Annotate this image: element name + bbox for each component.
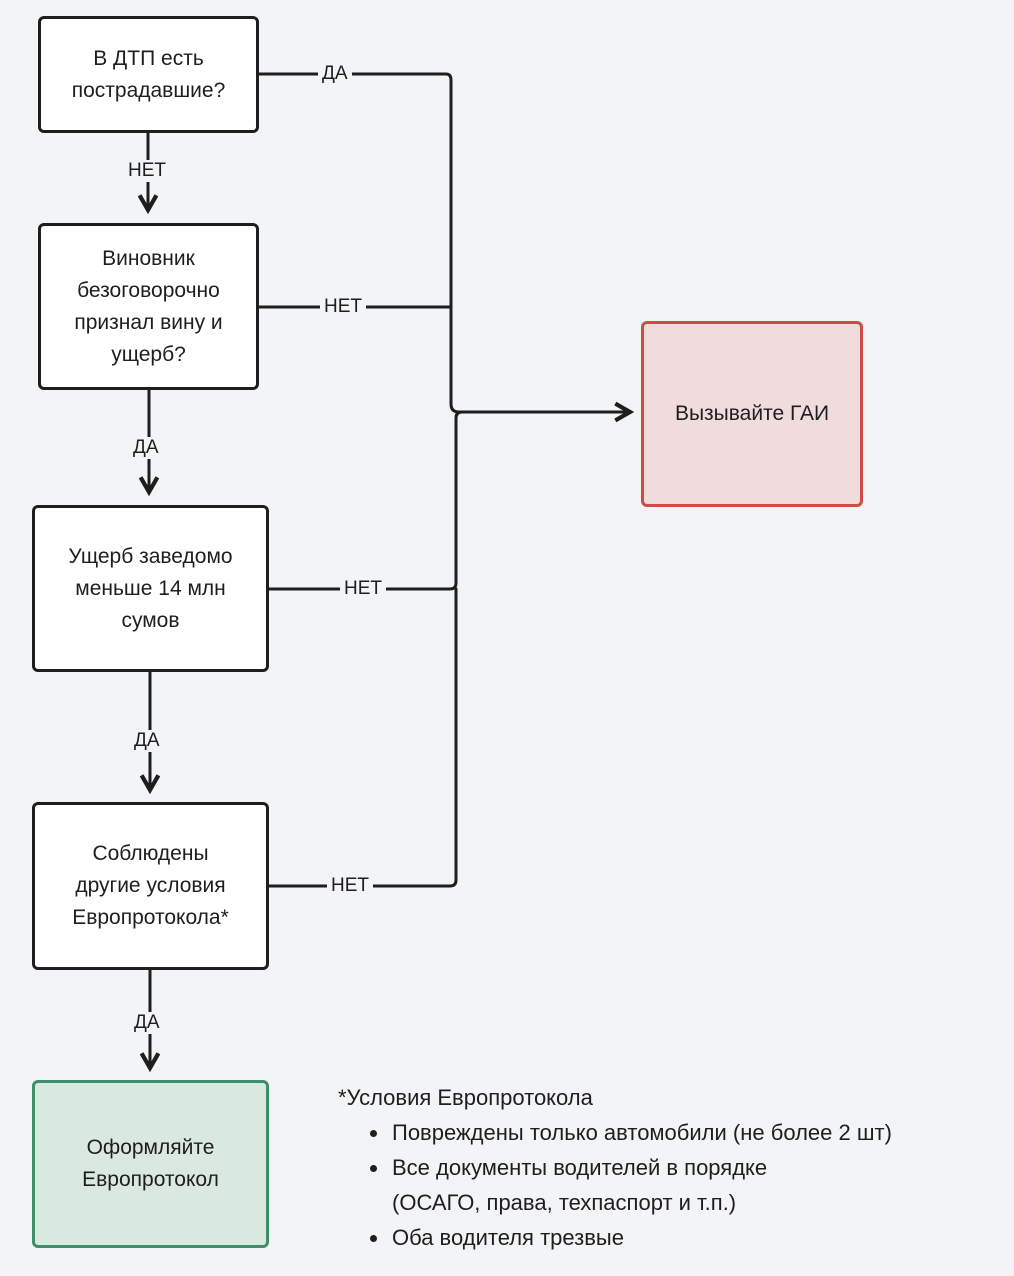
decision-other-conditions-text: Соблюдены другие условия Европротокола* bbox=[72, 842, 229, 929]
label-q1-no: НЕТ bbox=[124, 160, 170, 182]
notes-item-text: Повреждены только автомобили (не более 2… bbox=[392, 1120, 892, 1145]
label-q2-no: НЕТ bbox=[320, 296, 366, 318]
result-europrotocol-text: Оформляйте Европротокол bbox=[82, 1136, 219, 1191]
notes-item-text: Все документы водителей в порядке (ОСАГО… bbox=[392, 1155, 768, 1215]
edge-q3-gai bbox=[266, 410, 464, 591]
label-q3-no: НЕТ bbox=[340, 578, 386, 600]
label-q4-yes: ДА bbox=[130, 1012, 164, 1034]
result-call-gai-text: Вызывайте ГАИ bbox=[674, 402, 830, 425]
decision-other-conditions: Соблюдены другие условия Европротокола* bbox=[32, 802, 269, 970]
result-europrotocol: Оформляйте Европротокол bbox=[32, 1080, 269, 1248]
europrotocol-conditions-note: *Условия Европротокола Повреждены только… bbox=[338, 1080, 1008, 1255]
label-q3-yes: ДА bbox=[130, 730, 164, 752]
decision-injured-text: В ДТП есть пострадавшие? bbox=[71, 46, 226, 102]
decision-injured: В ДТП есть пострадавшие? bbox=[38, 16, 259, 133]
notes-item-text: Оба водителя трезвые bbox=[392, 1225, 624, 1250]
notes-list: Повреждены только автомобили (не более 2… bbox=[338, 1115, 1008, 1255]
edge-q4-gai bbox=[266, 587, 458, 888]
notes-title: *Условия Европротокола bbox=[338, 1085, 593, 1110]
decision-guilt-admitted-text: Виновник безоговорочно признал вину и ущ… bbox=[74, 246, 223, 366]
label-q4-no: НЕТ bbox=[327, 875, 373, 897]
decision-guilt-admitted: Виновник безоговорочно признал вину и ущ… bbox=[38, 223, 259, 390]
decision-damage-limit-text: Ущерб заведомо меньше 14 млн сумов bbox=[68, 544, 233, 632]
label-q1-yes: ДА bbox=[318, 63, 352, 85]
notes-item: Оба водителя трезвые bbox=[390, 1220, 1008, 1255]
label-q2-yes: ДА bbox=[129, 437, 163, 459]
edge-q1-gai bbox=[256, 72, 630, 412]
notes-item: Повреждены только автомобили (не более 2… bbox=[390, 1115, 1008, 1150]
result-call-gai: Вызывайте ГАИ bbox=[641, 321, 863, 507]
notes-item: Все документы водителей в порядке (ОСАГО… bbox=[390, 1150, 1008, 1220]
decision-damage-limit: Ущерб заведомо меньше 14 млн сумов bbox=[32, 505, 269, 672]
